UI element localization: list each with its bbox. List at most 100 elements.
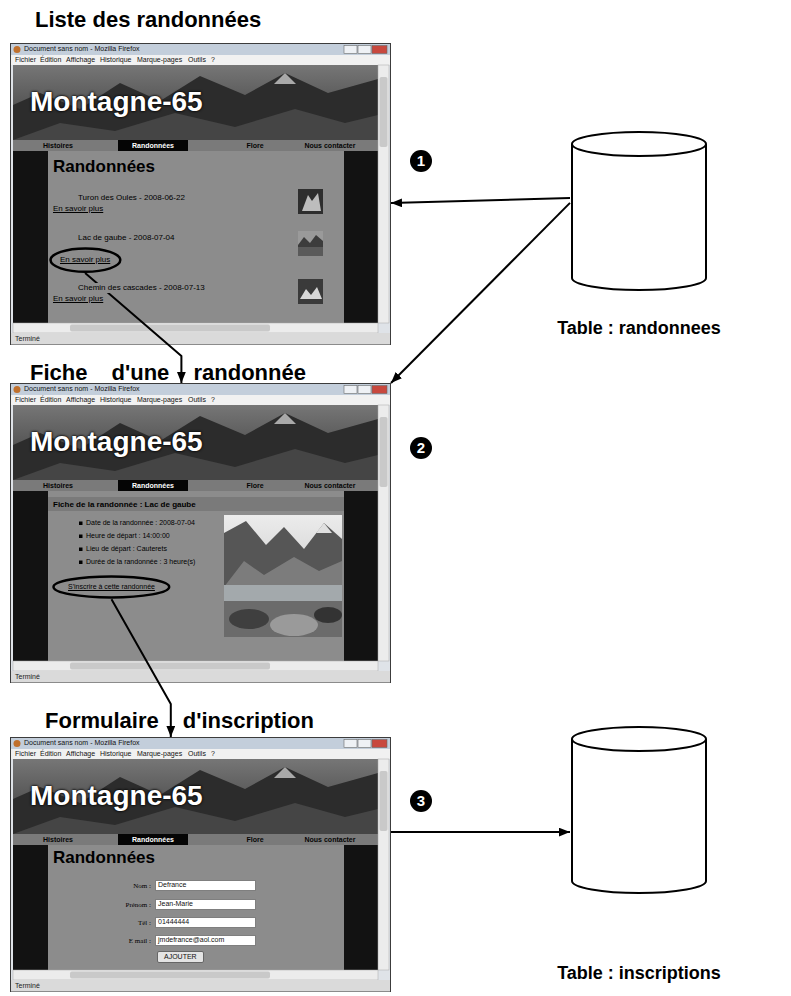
window-frame xyxy=(11,384,391,683)
scrollbar xyxy=(378,405,389,661)
window-button xyxy=(344,386,357,394)
link-text: En savoir plus xyxy=(53,294,103,304)
menu-item: Affichage xyxy=(66,396,95,404)
mountain xyxy=(13,73,378,140)
window-button xyxy=(358,386,371,394)
window-button xyxy=(372,740,387,748)
photo-mountain xyxy=(224,557,342,587)
mountain xyxy=(13,413,378,480)
menu-item: Outils xyxy=(188,396,206,404)
thumbnail-photo xyxy=(298,279,323,304)
status-bar xyxy=(11,980,390,992)
nav-item: Histoires xyxy=(43,142,73,150)
nav-item: Nous contacter xyxy=(305,142,356,150)
title-bar xyxy=(11,44,390,55)
photo-rock xyxy=(229,609,269,629)
photo-rock xyxy=(314,607,342,623)
nav-bar xyxy=(13,480,378,491)
page-heading: Randonnées xyxy=(53,848,155,868)
nav-item: Randonnées xyxy=(132,836,174,844)
window-button xyxy=(358,46,371,54)
form-label: E mail : xyxy=(129,937,151,945)
menu-item: Historique xyxy=(100,750,132,758)
form-input: 01444444 xyxy=(155,917,256,928)
window-button xyxy=(344,46,357,54)
sheet-header-bar xyxy=(48,497,344,511)
screen-heading: Liste des randonnées xyxy=(35,7,261,33)
hike-entry: Chemin des cascades - 2008-07-13 xyxy=(78,283,205,293)
status-text: Terminé xyxy=(15,982,40,990)
side-column xyxy=(13,845,48,970)
menu-item: ? xyxy=(211,396,215,404)
window-button xyxy=(372,386,387,394)
menu-item: Marque-pages xyxy=(137,750,182,758)
side-column xyxy=(344,491,378,661)
button-label: AJOUTER xyxy=(164,953,197,961)
title-bar xyxy=(11,384,390,395)
ellipse-shape xyxy=(50,248,120,271)
screen-heading: Formulaire d'inscription xyxy=(45,708,314,734)
scrollbar xyxy=(13,970,378,980)
input-value: jmdefrance@aol.com xyxy=(158,936,224,944)
bullet xyxy=(79,522,83,526)
nav-tab xyxy=(118,140,188,151)
cylinder-body xyxy=(572,144,706,290)
thumbnail-detail xyxy=(302,193,321,211)
site-logo: Montagne-65 xyxy=(30,425,203,459)
page-heading: Randonnées xyxy=(53,157,155,177)
menu-bar xyxy=(11,749,390,759)
nav-item: Flore xyxy=(246,836,263,844)
form-input: Jean-Marie xyxy=(155,899,256,910)
sheet-detail: Date de la randonnée : 2008-07-04 xyxy=(86,519,195,527)
nav-item: Histoires xyxy=(43,836,73,844)
browser-icon xyxy=(14,740,21,747)
scrollbar xyxy=(13,661,378,671)
thumbnail-detail xyxy=(298,235,323,247)
menu-item: ? xyxy=(211,56,215,64)
sheet-detail: Lieu de départ : Cauterets xyxy=(86,545,167,553)
bullet xyxy=(79,548,83,552)
browser-window: Fiche d'une randonnéeS'inscrire à cette … xyxy=(10,383,391,683)
menu-item: Affichage xyxy=(66,750,95,758)
window-title: Document sans nom - Mozilla Firefox xyxy=(24,385,140,393)
menu-item: Historique xyxy=(100,56,132,64)
content-area xyxy=(13,491,378,661)
menu-item: ? xyxy=(211,750,215,758)
thumbnail-detail xyxy=(300,287,322,299)
screen-heading: Fiche d'une randonnée xyxy=(30,360,306,386)
status-text: Terminé xyxy=(15,673,40,681)
menu-item: Édition xyxy=(40,56,61,64)
menu-item: Fichier xyxy=(15,750,36,758)
input-value: Defrance xyxy=(158,881,186,889)
photo-sky xyxy=(224,515,342,637)
thumbnail xyxy=(298,279,323,304)
title-bar xyxy=(11,738,390,749)
photo-lake xyxy=(224,585,342,603)
menu-item: Fichier xyxy=(15,56,36,64)
window-frame xyxy=(11,738,391,992)
window-button xyxy=(344,740,357,748)
nav-tab xyxy=(118,480,188,491)
browser-window xyxy=(11,384,391,683)
thumbnail-photo xyxy=(298,231,323,256)
menu-item: Édition xyxy=(40,396,61,404)
form-label: Tél : xyxy=(138,919,151,927)
snow xyxy=(274,413,296,424)
menu-bar xyxy=(11,55,390,65)
flow-arrow xyxy=(391,198,570,203)
menu-item: Outils xyxy=(188,56,206,64)
browser-window: Formulaire d'inscriptionDefranceJean-Mar… xyxy=(10,737,391,992)
hike-entry: Turon des Oules - 2008-06-22 xyxy=(78,193,185,203)
sheet-detail: Heure de départ : 14:00:00 xyxy=(86,532,170,540)
nav-item: Nous contacter xyxy=(305,836,356,844)
site-logo: Montagne-65 xyxy=(30,85,203,119)
database-table: Table : inscriptions xyxy=(570,725,708,895)
banner xyxy=(13,759,378,834)
cylinder-top xyxy=(572,727,706,751)
flow-arrow xyxy=(391,203,570,383)
form-input: jmdefrance@aol.com xyxy=(155,935,256,946)
photo-shore xyxy=(224,601,342,637)
nav-bar xyxy=(13,834,378,845)
side-column xyxy=(344,845,378,970)
scrollbar xyxy=(378,759,389,970)
